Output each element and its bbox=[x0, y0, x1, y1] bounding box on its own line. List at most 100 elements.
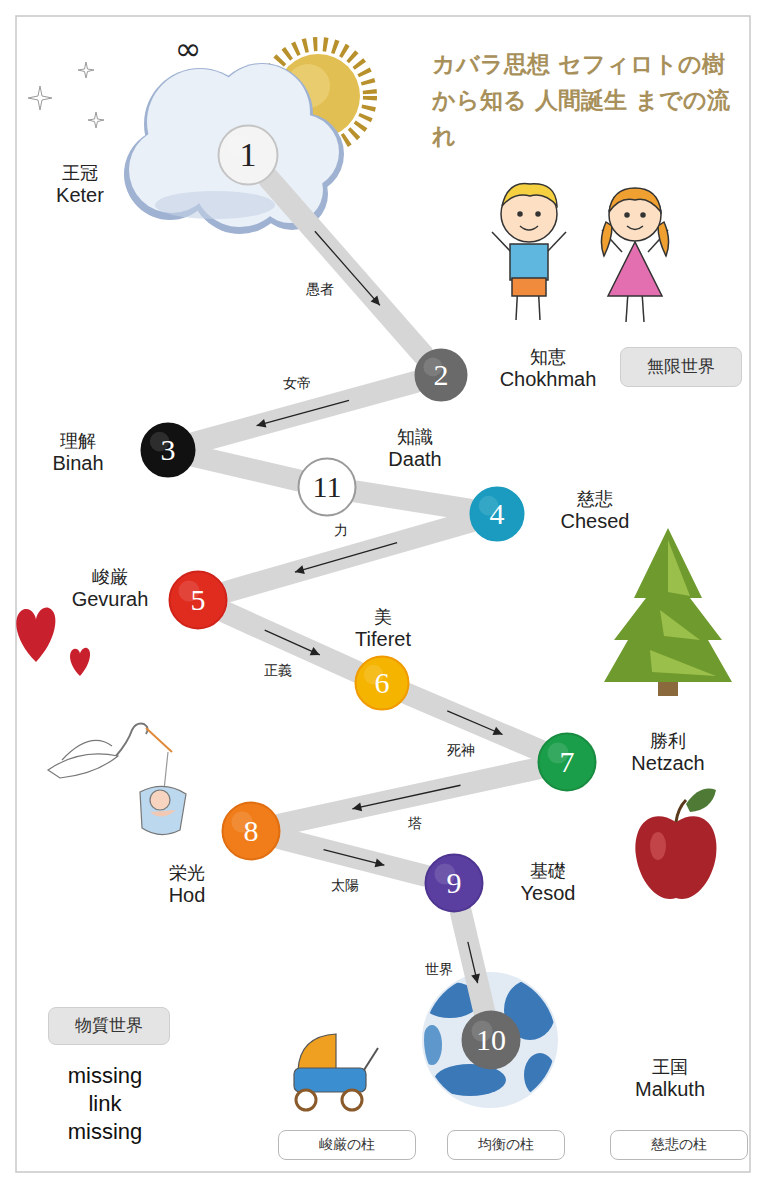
sephira-number: 8 bbox=[221, 801, 281, 861]
sephira-name: 知恵Chokhmah bbox=[500, 346, 597, 391]
name-english: Chokhmah bbox=[500, 368, 597, 391]
name-japanese: 基礎 bbox=[521, 860, 576, 882]
sephira-number: 1 bbox=[217, 124, 279, 186]
name-english: Gevurah bbox=[72, 588, 149, 611]
arrow-line bbox=[352, 785, 460, 809]
box-text: 無限世界 bbox=[621, 355, 741, 377]
sephira-name: 峻厳Gevurah bbox=[72, 566, 149, 611]
arrow-head bbox=[257, 419, 267, 428]
band bbox=[280, 838, 425, 875]
name-japanese: 美 bbox=[355, 606, 411, 628]
sephira-number: 2 bbox=[414, 348, 468, 402]
arrow-head bbox=[295, 565, 305, 574]
sephira-name: 知識Daath bbox=[388, 426, 441, 471]
path-label: 力 bbox=[332, 522, 350, 539]
path-label: 塔 bbox=[406, 815, 424, 832]
sephira-name: 理解Binah bbox=[52, 430, 103, 475]
sephira-circle: 1王冠Keter bbox=[217, 124, 279, 186]
name-english: Daath bbox=[388, 448, 441, 471]
stork bbox=[48, 724, 186, 835]
arrow-line bbox=[257, 400, 349, 425]
children bbox=[492, 183, 669, 322]
sephira-circle: 11知識Daath bbox=[297, 457, 357, 517]
name-japanese: 栄光 bbox=[169, 862, 206, 884]
name-japanese: 王国 bbox=[635, 1056, 705, 1078]
path-band bbox=[268, 178, 423, 354]
world-box: 無限世界 bbox=[620, 347, 742, 387]
path-band bbox=[227, 522, 470, 592]
sephira-name: 栄光Hod bbox=[169, 862, 206, 907]
arrow-line bbox=[265, 630, 320, 655]
sephira-number: 9 bbox=[424, 853, 484, 913]
world-box: 均衡の柱 bbox=[447, 1130, 565, 1160]
arrow-head bbox=[493, 727, 503, 735]
sephira-circle: 3理解Binah bbox=[140, 422, 196, 478]
sephira-circle: 9基礎Yesod bbox=[424, 853, 484, 913]
path-label: 世界 bbox=[423, 961, 455, 978]
name-english: Chesed bbox=[561, 510, 630, 533]
arrow-head bbox=[310, 647, 320, 655]
sephira-circle: 2知恵Chokhmah bbox=[414, 348, 468, 402]
title: カバラ思想 セフィロトの樹 から知る 人間誕生 までの流れ bbox=[432, 46, 732, 154]
sephira-circle: 10王国Malkuth bbox=[461, 1010, 521, 1070]
frame bbox=[16, 16, 750, 1172]
name-english: Netzach bbox=[631, 752, 704, 775]
box-text: 慈悲の柱 bbox=[611, 1135, 747, 1153]
name-japanese: 峻厳 bbox=[72, 566, 149, 588]
sephira-number: 6 bbox=[354, 655, 410, 711]
sephira-name: 勝利Netzach bbox=[631, 730, 704, 775]
name-japanese: 勝利 bbox=[631, 730, 704, 752]
box-text: 峻厳の柱 bbox=[279, 1135, 415, 1153]
hearts bbox=[16, 607, 90, 676]
sephira-name: 慈悲Chesed bbox=[561, 488, 630, 533]
name-japanese: 知恵 bbox=[500, 346, 597, 368]
path-label: 死神 bbox=[445, 742, 477, 759]
name-japanese: 知識 bbox=[388, 426, 441, 448]
path-label: 女帝 bbox=[281, 375, 313, 392]
infinity-symbol: ∞ bbox=[158, 30, 218, 68]
tree bbox=[604, 528, 732, 696]
path-label: 愚者 bbox=[304, 281, 336, 298]
path-label: 正義 bbox=[262, 662, 294, 679]
band bbox=[268, 178, 423, 354]
arrow-line bbox=[447, 711, 502, 735]
name-japanese: 慈悲 bbox=[561, 488, 630, 510]
name-english: Yesod bbox=[521, 882, 576, 905]
sephira-number: 4 bbox=[469, 486, 525, 542]
band bbox=[461, 912, 484, 1011]
name-japanese: 理解 bbox=[52, 430, 103, 452]
arrow-head bbox=[352, 803, 362, 812]
path-band bbox=[280, 838, 425, 875]
path-band bbox=[195, 456, 298, 480]
sephira-circle: 6美Tiferet bbox=[354, 655, 410, 711]
name-english: Malkuth bbox=[635, 1078, 705, 1101]
path-band bbox=[357, 492, 470, 510]
sephira-name: 美Tiferet bbox=[355, 606, 411, 651]
arrow-head bbox=[375, 859, 385, 868]
stroller bbox=[294, 1034, 378, 1110]
cloud bbox=[124, 63, 344, 234]
band bbox=[357, 492, 470, 510]
sephira-circle: 8栄光Hod bbox=[221, 801, 281, 861]
band bbox=[227, 522, 470, 592]
sephira-circle: 4慈悲Chesed bbox=[469, 486, 525, 542]
sephira-number: 5 bbox=[168, 570, 228, 630]
sephira-circle: 7勝利Netzach bbox=[537, 732, 597, 792]
box-text: 物質世界 bbox=[49, 1014, 169, 1036]
sephira-name: 基礎Yesod bbox=[521, 860, 576, 905]
name-english: Binah bbox=[52, 452, 103, 475]
world-box: 慈悲の柱 bbox=[610, 1130, 748, 1160]
sephira-number: 3 bbox=[140, 422, 196, 478]
name-english: Tiferet bbox=[355, 628, 411, 651]
band bbox=[195, 456, 298, 480]
apple bbox=[635, 789, 716, 899]
arrow-line bbox=[295, 543, 397, 572]
name-english: Hod bbox=[169, 884, 206, 907]
box-text: 均衡の柱 bbox=[448, 1135, 564, 1153]
name-english: Keter bbox=[56, 184, 104, 207]
sephira-number: 10 bbox=[461, 1010, 521, 1070]
sephira-name: 王冠Keter bbox=[56, 162, 104, 207]
sephira-number: 7 bbox=[537, 732, 597, 792]
sephira-number: 11 bbox=[297, 457, 357, 517]
